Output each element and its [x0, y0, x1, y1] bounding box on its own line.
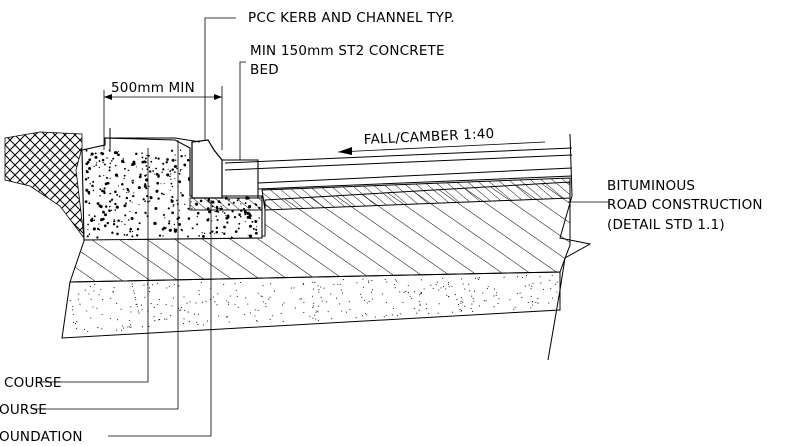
road-base-layer: [69, 181, 571, 283]
leader-foundation: OUNDATION: [0, 200, 212, 445]
leader-course-1: COURSE: [4, 148, 149, 391]
bituminous-label-line3: (DETAIL STD 1.1): [607, 217, 725, 233]
road-surface-lines: [224, 147, 573, 190]
fall-arrow: FALL/CAMBER 1:40: [337, 126, 546, 155]
course-1-label: COURSE: [4, 375, 62, 391]
bed-label-line2: BED: [250, 62, 279, 78]
bituminous-label-line2: ROAD CONSTRUCTION: [607, 197, 763, 213]
channel-unit: [222, 159, 259, 199]
course-2-label: OURSE: [0, 402, 47, 418]
break-line: [547, 133, 592, 361]
subbase-layer: [61, 271, 561, 339]
kerb-bed-strip: [189, 197, 263, 211]
fall-label: FALL/CAMBER 1:40: [363, 126, 494, 148]
dimension-500mm: 500mm MIN: [103, 80, 223, 150]
footpath-surface: [105, 128, 201, 152]
foundation-label: OUNDATION: [0, 429, 83, 445]
leader-course-2: OURSE: [0, 140, 179, 418]
leader-bituminous: BITUMINOUS ROAD CONSTRUCTION (DETAIL STD…: [568, 178, 763, 233]
kerb-label: PCC KERB AND CHANNEL TYP.: [248, 10, 455, 26]
concrete-bed: [81, 137, 263, 241]
soil-embankment: [4, 131, 85, 240]
leader-bed: MIN 150mm ST2 CONCRETE BED: [239, 43, 445, 160]
bituminous-label-line1: BITUMINOUS: [607, 178, 695, 194]
leader-kerb: PCC KERB AND CHANNEL TYP.: [204, 10, 455, 140]
bituminous-surface-layer: [261, 177, 571, 211]
kerb-unit: [191, 139, 223, 199]
bed-label-line1: MIN 150mm ST2 CONCRETE: [250, 43, 445, 59]
subbase-stipple: [69, 274, 558, 333]
dimension-label: 500mm MIN: [111, 80, 195, 96]
